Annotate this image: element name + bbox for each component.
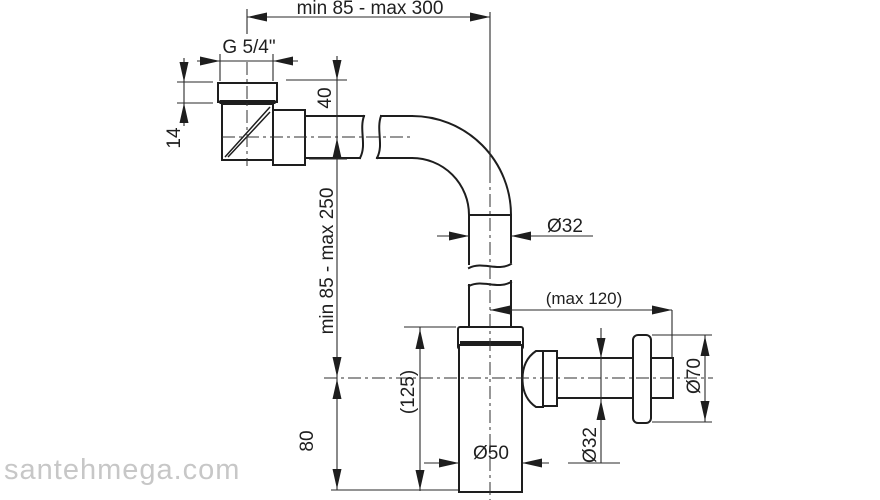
extension-lines-top xyxy=(246,9,491,170)
wall-rosette-flange xyxy=(632,334,652,424)
dim-flange-dia-label: Ø70 xyxy=(684,358,705,394)
dim-body-dia-label: Ø50 xyxy=(473,443,509,464)
dimension-lines xyxy=(177,12,712,491)
wall-flange-assembly xyxy=(632,334,674,424)
pipe-bend xyxy=(410,114,513,328)
dimension-arrowheads xyxy=(179,12,710,490)
dim-top-span-label: min 85 - max 300 xyxy=(297,0,444,19)
bottle-trap xyxy=(457,326,634,493)
dim-inlet-pipe-dia-label: Ø32 xyxy=(547,216,583,237)
dim-outlet-pipe-dia-label: Ø32 xyxy=(580,427,601,463)
dimension-labels: min 85 - max 300 G 5/4" 14 40 min 85 - m… xyxy=(164,0,705,464)
outlet-pipe xyxy=(556,357,634,399)
dim-outlet-axis-height-label: 80 xyxy=(297,430,318,451)
elbow-gasket-band xyxy=(219,100,276,104)
bend-and-vertical-pipe xyxy=(410,114,513,328)
dash-dot-centerlines xyxy=(222,62,713,500)
centerlines xyxy=(222,9,713,500)
dimension-line-segments xyxy=(177,16,712,491)
dim-wall-depth-label: (max 120) xyxy=(546,289,623,308)
dim-vertical-span-label: min 85 - max 250 xyxy=(317,188,338,335)
dim-nut-height-label: 14 xyxy=(164,127,185,149)
watermark: santehmega.com xyxy=(4,454,241,486)
dim-thread-label: G 5/4" xyxy=(222,37,275,58)
dim-body-height-label: (125) xyxy=(398,370,419,414)
trap-outlet-dome xyxy=(521,350,544,408)
dim-inlet-drop-label: 40 xyxy=(315,87,336,108)
elbow-miter-seam xyxy=(224,106,271,158)
